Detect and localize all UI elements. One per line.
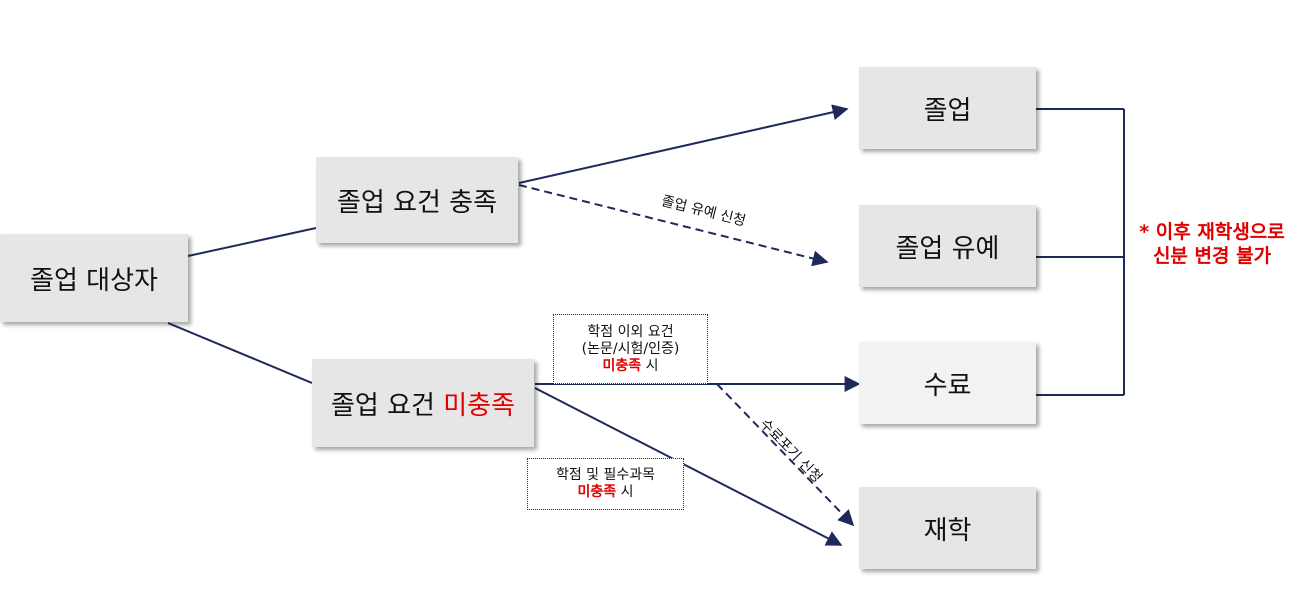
side-note-line: * 이후 재학생으로 [1139,221,1285,243]
node-defer: 졸업 유예 [859,205,1036,287]
side-note-line: 신분 변경 불가 [1152,245,1272,267]
node-label: 졸업 요건 충족 [336,187,498,218]
note-line: 학점 및 필수과목 [555,467,656,483]
node-label-highlight: 미충족 [443,390,515,421]
node-label: 졸업 대상자 [30,265,158,296]
note-credits-required: 학점 및 필수과목 미충족 시 [527,458,684,510]
note-suffix: 시 [620,484,634,500]
node-graduate: 졸업 [859,67,1036,149]
edge-target-to-unmet [167,322,313,384]
node-label: 재학 [923,515,972,546]
node-requirements-met: 졸업 요건 충족 [316,157,518,243]
note-suffix: 시 [645,357,659,374]
edge-met-to-graduate [518,104,849,184]
node-label: 졸업 [923,95,972,126]
note-highlight: 미충족 [602,357,642,374]
edge-target-to-met [187,227,317,257]
node-label: 졸업 유예 [895,233,1000,264]
node-complete: 수료 [859,342,1036,424]
note-line: 미충족 시 [578,484,634,501]
node-label: 수료 [923,370,972,401]
node-reenroll: 재학 [859,487,1036,569]
note-other-requirements: 학점 이외 요건 (논문/시험/인증) 미충족 시 [553,314,708,384]
edge-unmet-to-reenroll [534,387,843,546]
side-note-status-change: * 이후 재학생으로 신분 변경 불가 [1128,220,1296,268]
note-line: 미충족 시 [603,358,659,375]
node-requirements-unmet: 졸업 요건 미충족 [312,359,534,447]
node-graduation-target: 졸업 대상자 [0,234,188,322]
note-line: 학점 이외 요건 [587,323,674,340]
note-highlight: 미충족 [577,484,617,500]
note-line: (논문/시험/인증) [581,340,680,357]
edge-met-to-defer [518,184,829,267]
right-bracket [1036,108,1125,396]
edge-complete-giveup [716,383,855,527]
node-label: 졸업 요건 [331,390,435,421]
